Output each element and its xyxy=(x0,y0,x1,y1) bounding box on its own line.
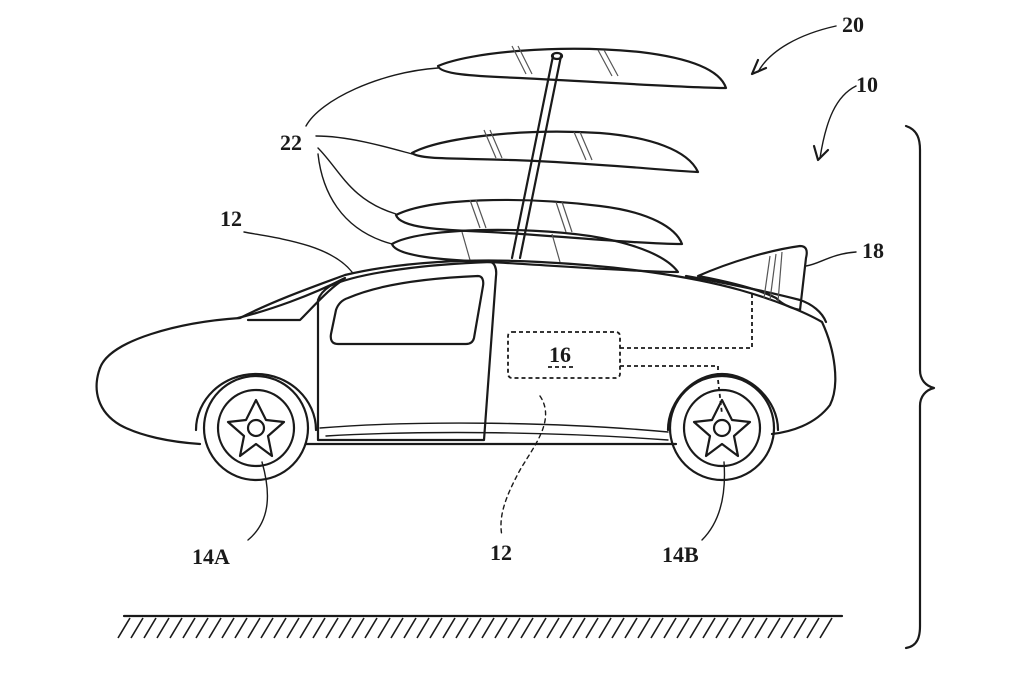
rotor-mast xyxy=(510,51,564,260)
ground-hatch-mark xyxy=(689,617,703,639)
ground-hatch-mark xyxy=(637,617,651,639)
ground-hatch-mark xyxy=(663,617,677,639)
ground-hatch-mark xyxy=(507,617,521,639)
label-body-top: 12 xyxy=(220,206,242,231)
ground-hatch-mark xyxy=(676,617,690,639)
ground-hatch-mark xyxy=(598,617,612,639)
ground-hatch-mark xyxy=(767,617,781,639)
blade-3 xyxy=(394,198,684,246)
ground-hatch-mark xyxy=(117,617,131,639)
ground-hatch-mark xyxy=(325,617,339,639)
ground-hatch-mark xyxy=(169,617,183,639)
controller-box xyxy=(507,292,753,415)
label-tail-fin: 18 xyxy=(862,238,884,263)
ground-hatch-mark xyxy=(533,617,547,639)
label-blades: 22 xyxy=(280,130,302,155)
ground-hatch-mark xyxy=(416,617,430,639)
ground-hatch-mark xyxy=(156,617,170,639)
ground-hatch-mark xyxy=(403,617,417,639)
front-wheel xyxy=(194,372,318,482)
ground-hatch-mark xyxy=(793,617,807,639)
ground-hatch-mark xyxy=(728,617,742,639)
ground-hatch-mark xyxy=(455,617,469,639)
ground-hatch-mark xyxy=(572,617,586,639)
ground-hatch-mark xyxy=(143,617,157,639)
ground-hatch-mark xyxy=(702,617,716,639)
ground-hatch-mark xyxy=(429,617,443,639)
ground-hatch-mark xyxy=(624,617,638,639)
label-controller: 16 xyxy=(549,342,571,367)
ground-hatch-mark xyxy=(780,617,794,639)
label-body-side: 12 xyxy=(490,540,512,565)
tail-fin xyxy=(696,244,808,312)
ground-hatch-mark xyxy=(130,617,144,639)
ground-hatch-mark xyxy=(494,617,508,639)
ground-hatch-mark xyxy=(299,617,313,639)
blade-shading xyxy=(461,45,619,263)
ground-hatch-mark xyxy=(585,617,599,639)
ground-hatch-mark xyxy=(741,617,755,639)
ground-hatch-mark xyxy=(819,617,833,639)
label-rear-wheel: 14B xyxy=(662,542,699,567)
blade-1 xyxy=(436,47,728,90)
ground-hatch-mark xyxy=(611,617,625,639)
ground-hatch-mark xyxy=(754,617,768,639)
ground-hatch-mark xyxy=(520,617,534,639)
ground-hatch-mark xyxy=(182,617,196,639)
label-rotor-assembly: 20 xyxy=(842,12,864,37)
ground-hatch-mark xyxy=(650,617,664,639)
label-front-wheel: 14A xyxy=(192,544,230,569)
ground-hatch-mark xyxy=(338,617,352,639)
ground-hatch-mark xyxy=(364,617,378,639)
ground-hatch-mark xyxy=(273,617,287,639)
ground-hatch-mark xyxy=(195,617,209,639)
ground-hatch-mark xyxy=(442,617,456,639)
vehicle-body xyxy=(95,259,837,446)
ground-hatch-mark xyxy=(260,617,274,639)
blade-2 xyxy=(410,130,700,174)
ground-hatch-mark xyxy=(208,617,222,639)
vehicle-brace xyxy=(904,124,936,650)
ground-hatch-mark xyxy=(234,617,248,639)
ground-hatch-mark xyxy=(221,617,235,639)
ground-hatch-mark xyxy=(806,617,820,639)
label-vehicle: 10 xyxy=(856,72,878,97)
leader-lines xyxy=(243,25,857,541)
rear-wheel xyxy=(666,372,780,482)
ground-hatch-mark xyxy=(559,617,573,639)
rotor-blades xyxy=(390,45,728,274)
ground-hatch-mark xyxy=(312,617,326,639)
ground-hatch-mark xyxy=(715,617,729,639)
ground-hatch-mark xyxy=(247,617,261,639)
ground-hatch-mark xyxy=(546,617,560,639)
ground-hatch-mark xyxy=(468,617,482,639)
ground-hatch-mark xyxy=(481,617,495,639)
ground-hatch-mark xyxy=(390,617,404,639)
ground xyxy=(117,614,844,639)
ground-hatch-mark xyxy=(351,617,365,639)
ground-hatch-mark xyxy=(286,617,300,639)
ground-hatch-mark xyxy=(377,617,391,639)
